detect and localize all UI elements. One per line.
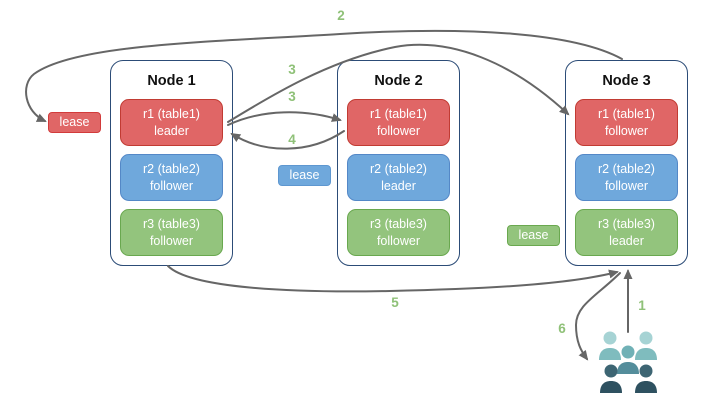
replica-role: follower — [604, 178, 649, 193]
lease-badge-green: lease — [507, 225, 560, 246]
replica-role: leader — [609, 233, 644, 248]
node-2-replica-r1: r1 (table1) follower — [347, 99, 450, 146]
replica-name: r1 (table1) — [598, 106, 655, 121]
replica-name: r3 (table3) — [598, 216, 655, 231]
node-3-replica-r1: r1 (table1) follower — [575, 99, 678, 146]
node-3-replica-r3: r3 (table3) leader — [575, 209, 678, 256]
replica-name: r1 (table1) — [143, 106, 200, 121]
replica-name: r2 (table2) — [143, 161, 200, 176]
replica-role: follower — [149, 178, 194, 193]
flow-label-6: 6 — [558, 321, 566, 336]
node-1-replica-r2: r2 (table2) follower — [120, 154, 223, 201]
node-1: Node 1 r1 (table1) leader r2 (table2) fo… — [110, 60, 233, 266]
replica-name: r3 (table3) — [370, 216, 427, 231]
replica-name: r2 (table2) — [370, 161, 427, 176]
node-3-title: Node 3 — [602, 73, 651, 89]
node-1-replica-r3: r3 (table3) follower — [120, 209, 223, 256]
node-3: Node 3 r1 (table1) follower r2 (table2) … — [565, 60, 688, 266]
node-1-replica-r1: r1 (table1) leader — [120, 99, 223, 146]
replica-name: r1 (table1) — [370, 106, 427, 121]
node-2-title: Node 2 — [374, 73, 423, 89]
flow-label-4: 4 — [288, 132, 296, 147]
lease-badge-blue: lease — [278, 165, 331, 186]
flow-label-3a: 3 — [288, 62, 296, 77]
flow-label-1: 1 — [638, 298, 646, 313]
arrow-3-node1-to-node2 — [227, 111, 342, 126]
replica-role: follower — [376, 233, 421, 248]
arrow-6-node3-to-users — [574, 272, 621, 361]
replica-name: r2 (table2) — [598, 161, 655, 176]
replica-role: leader — [154, 123, 189, 138]
replica-role: follower — [376, 123, 421, 138]
flow-label-2: 2 — [337, 8, 345, 23]
lease-badge-red: lease — [48, 112, 101, 133]
node-1-title: Node 1 — [147, 73, 196, 89]
flow-label-3b: 3 — [288, 89, 296, 104]
users-group-icon — [599, 331, 657, 393]
flow-label-5: 5 — [391, 295, 399, 310]
node-3-replica-r2: r2 (table2) follower — [575, 154, 678, 201]
arrow-5-node1-to-node3 — [167, 265, 619, 293]
node-2-replica-r2: r2 (table2) leader — [347, 154, 450, 201]
replica-name: r3 (table3) — [143, 216, 200, 231]
replica-role: follower — [149, 233, 194, 248]
node-2: Node 2 r1 (table1) follower r2 (table2) … — [337, 60, 460, 266]
node-2-replica-r3: r3 (table3) follower — [347, 209, 450, 256]
replica-role: leader — [381, 178, 416, 193]
replica-role: follower — [604, 123, 649, 138]
